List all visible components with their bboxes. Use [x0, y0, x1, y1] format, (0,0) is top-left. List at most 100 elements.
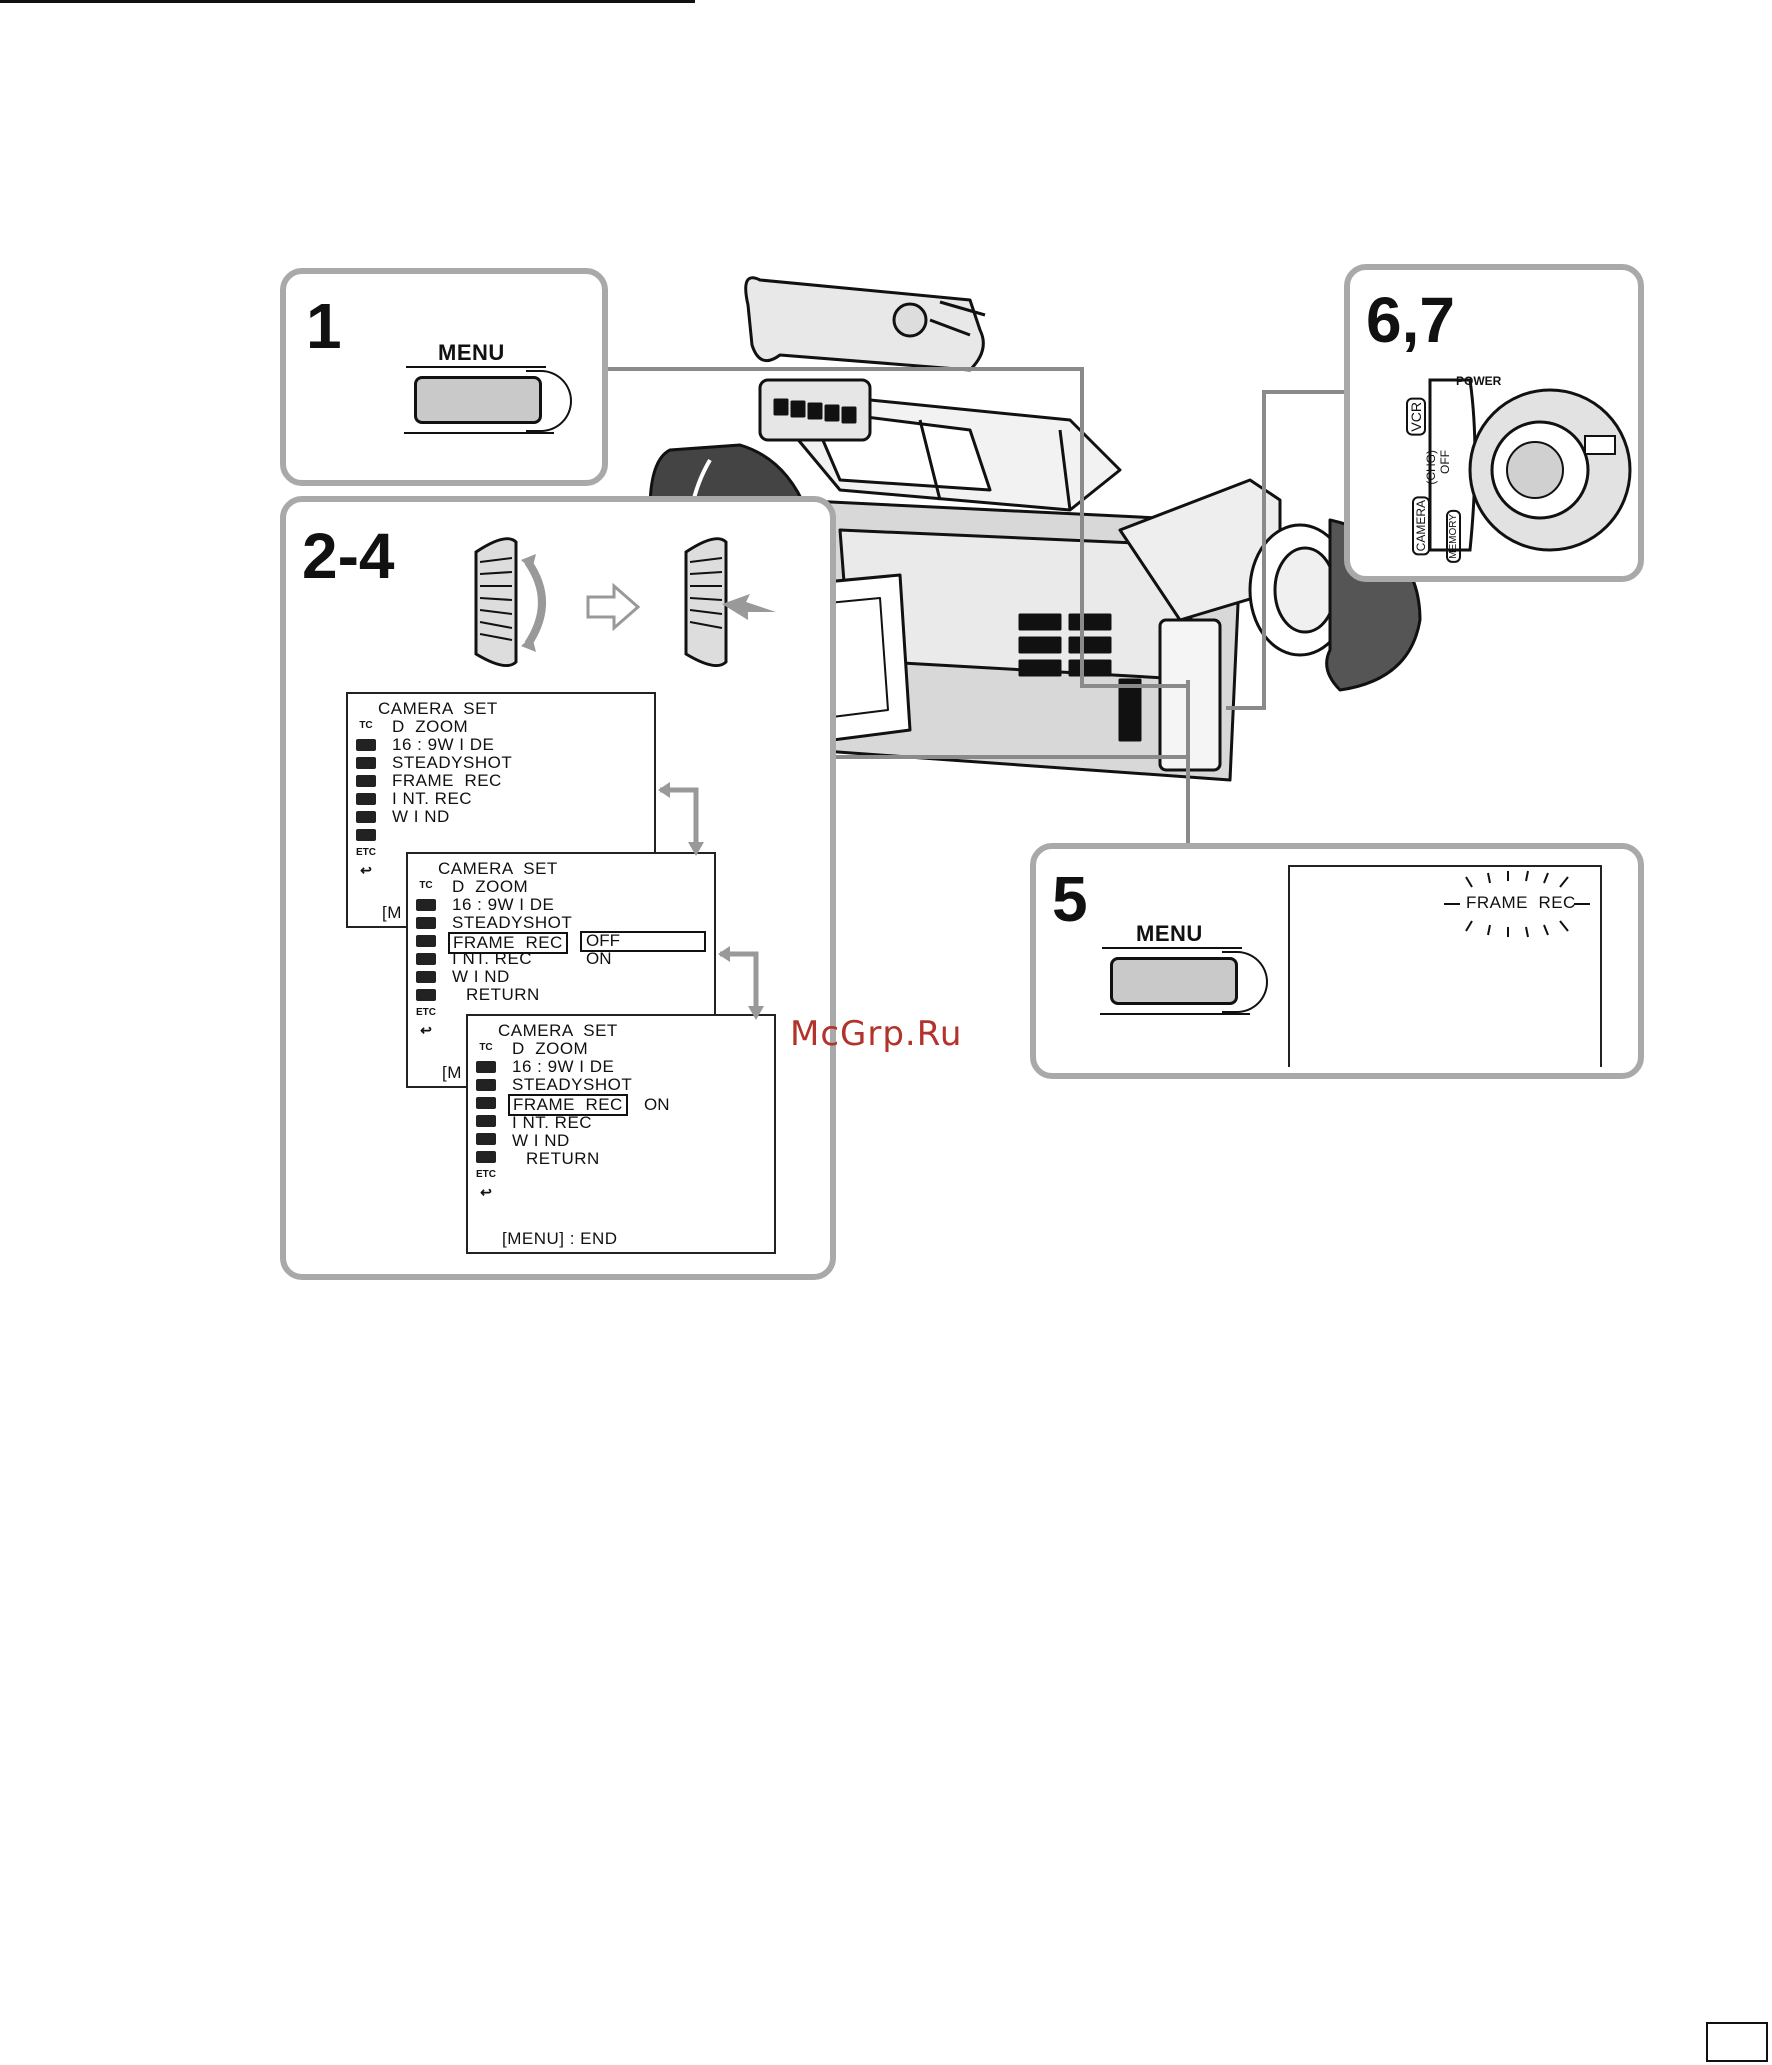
- menu-button-label: MENU: [438, 340, 505, 365]
- lead-box-ctrl: [1080, 684, 1188, 688]
- camera-label: CAMERA: [1412, 496, 1430, 556]
- tape-menu-icon: [356, 811, 376, 823]
- panel-step-2-4: 2-4 CAMERA SET TC D ZOOM 16 : 9W I DE ST…: [280, 496, 836, 1280]
- osd-title: CAMERA SET: [438, 859, 558, 878]
- etc-icon: ETC: [476, 1169, 496, 1180]
- osd-item-selected[interactable]: FRAME REC: [448, 932, 568, 954]
- transition-arrow-1: [658, 782, 704, 856]
- frame-rec-indicator: FRAME REC: [1466, 893, 1576, 912]
- camera-set-icon: [476, 1061, 496, 1073]
- next-arrow-icon: [586, 582, 641, 632]
- cm-menu-icon: [356, 793, 376, 805]
- osd-option-box: [580, 931, 706, 952]
- lead-line-5: [1186, 680, 1190, 846]
- off-label: OFF: [1438, 450, 1452, 474]
- tape-menu-icon: [476, 1133, 496, 1145]
- step-number-6-7: 6,7: [1366, 284, 1455, 356]
- video-menu-icon: [356, 775, 376, 787]
- osd-option-on[interactable]: ON: [586, 949, 612, 968]
- menu-button[interactable]: [414, 376, 542, 424]
- osd-item-selected[interactable]: FRAME REC: [508, 1094, 628, 1116]
- top-rule: [0, 0, 695, 3]
- osd-item[interactable]: D ZOOM: [512, 1039, 589, 1058]
- lead-line-1: [598, 367, 1083, 371]
- camera-set-icon: [356, 739, 376, 751]
- osd-item[interactable]: RETURN: [526, 1149, 600, 1168]
- camera-menu-icon: [416, 917, 436, 929]
- osd-footer: [MENU] : END: [502, 1229, 618, 1248]
- osd-item[interactable]: 16 : 9W I DE: [512, 1057, 615, 1076]
- osd-title: CAMERA SET: [498, 1021, 618, 1040]
- osd-item[interactable]: W I ND: [392, 807, 450, 826]
- power-switch-dial-icon[interactable]: [1410, 370, 1640, 570]
- lead-line-67b: [1262, 390, 1344, 394]
- osd-item[interactable]: STEADYSHOT: [392, 753, 513, 772]
- watermark-text: McGrp.Ru: [790, 1014, 963, 1054]
- osd-item[interactable]: FRAME REC: [392, 771, 502, 790]
- tape-menu-icon: [416, 971, 436, 983]
- osd-item[interactable]: W I ND: [512, 1131, 570, 1150]
- menu-button-bezel: [1222, 951, 1268, 1013]
- menu-button-baseline: [1100, 1013, 1250, 1015]
- osd-footer: [M: [442, 1063, 462, 1082]
- osd-item[interactable]: STEADYSHOT: [512, 1075, 633, 1094]
- memory-label: MEMORY: [1446, 510, 1461, 563]
- etc-icon: ETC: [416, 1007, 436, 1018]
- osd-item[interactable]: D ZOOM: [392, 717, 469, 736]
- step-number-5: 5: [1052, 863, 1088, 935]
- lead-line-67: [1262, 390, 1266, 708]
- page-number-box: [1706, 2022, 1768, 2062]
- cm-menu-icon: [416, 953, 436, 965]
- control-dial-press-icon: [684, 537, 776, 668]
- return-icon: ↩: [420, 1022, 432, 1038]
- osd-item[interactable]: I NT. REC: [452, 949, 533, 968]
- tc-icon: TC: [359, 720, 373, 731]
- menu-button-label: MENU: [1136, 921, 1203, 946]
- lead-line-1b: [1080, 367, 1084, 687]
- return-icon: ↩: [480, 1184, 492, 1200]
- vcr-label: VCR: [1406, 398, 1426, 436]
- camera-menu-icon: [476, 1079, 496, 1091]
- video-menu-icon: [476, 1097, 496, 1109]
- return-icon: ↩: [360, 862, 372, 878]
- osd-selected-value: ON: [644, 1095, 670, 1114]
- osd-item[interactable]: W I ND: [452, 967, 510, 986]
- osd-item[interactable]: RETURN: [466, 985, 540, 1004]
- setup-menu-icon: [476, 1151, 496, 1163]
- transition-arrow-2: [718, 946, 764, 1020]
- osd-item[interactable]: 16 : 9W I DE: [392, 735, 495, 754]
- menu-button-bezel: [526, 370, 572, 432]
- lead-line-67c: [1226, 706, 1266, 710]
- menu-button[interactable]: [1110, 957, 1238, 1005]
- osd-item[interactable]: I NT. REC: [392, 789, 473, 808]
- cm-menu-icon: [476, 1115, 496, 1127]
- osd-item[interactable]: I NT. REC: [512, 1113, 593, 1132]
- setup-menu-icon: [356, 829, 376, 841]
- osd-item[interactable]: STEADYSHOT: [452, 913, 573, 932]
- menu-button-underline: [406, 366, 546, 368]
- osd-menu-screen-3: CAMERA SET TC D ZOOM 16 : 9W I DE STEADY…: [466, 1014, 776, 1254]
- video-menu-icon: [416, 935, 436, 947]
- osd-option-off[interactable]: OFF: [586, 931, 620, 950]
- tc-icon: TC: [479, 1042, 493, 1053]
- menu-button-underline: [1102, 947, 1242, 949]
- osd-title: CAMERA SET: [378, 699, 498, 718]
- menu-button-baseline: [404, 432, 554, 434]
- camera-set-icon: [416, 899, 436, 911]
- panel-step-6-7: 6,7 POWER VCR OFF (CHG) CAMERA MEMORY: [1344, 264, 1644, 582]
- control-dial-turn-icon: [474, 537, 546, 668]
- etc-icon: ETC: [356, 847, 376, 858]
- osd-footer: [M: [382, 903, 402, 922]
- panel-step-5: 5 MENU FRAME REC: [1030, 843, 1644, 1079]
- tc-icon: TC: [419, 880, 433, 891]
- step-number-1: 1: [306, 290, 342, 362]
- osd-item[interactable]: 16 : 9W I DE: [452, 895, 555, 914]
- panel-step-1: 1 MENU: [280, 268, 608, 486]
- step-number-2-4: 2-4: [302, 520, 395, 592]
- power-label: POWER: [1456, 374, 1502, 388]
- chg-label: (CHG): [1424, 450, 1438, 485]
- osd-item[interactable]: D ZOOM: [452, 877, 529, 896]
- blink-rays-icon: [1444, 870, 1590, 938]
- lead-line-2: [826, 755, 1186, 759]
- viewfinder-screen: [1288, 865, 1602, 1067]
